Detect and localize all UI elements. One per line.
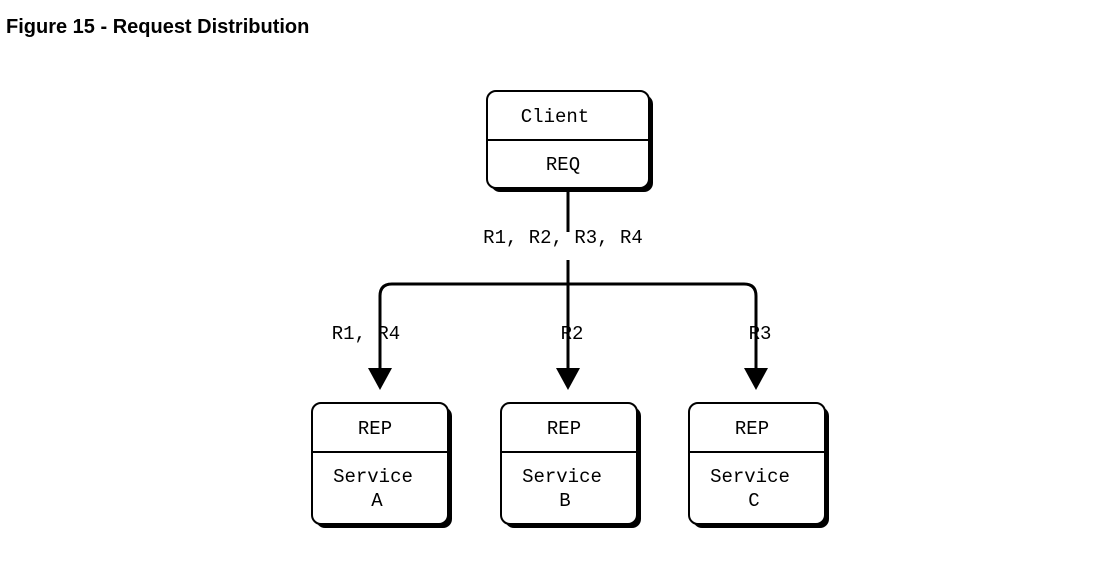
service-c-name-line2: C (748, 490, 759, 512)
arrowhead-service-b (556, 368, 580, 390)
distribution-bus (378, 282, 758, 370)
service-a-node: REP Service A (311, 402, 452, 528)
edge-label-service-a: R1, R4 (332, 323, 400, 345)
service-a-name-line1: Service (333, 466, 413, 488)
service-b-node: REP Service B (500, 402, 641, 528)
service-c-socket-label: REP (735, 418, 769, 440)
edge-label-service-c: R3 (749, 323, 772, 345)
service-b-socket-label: REP (547, 418, 581, 440)
service-b-name-line1: Service (522, 466, 602, 488)
arrowhead-service-a (368, 368, 392, 390)
service-a-name-line2: A (371, 490, 383, 512)
service-a-box (311, 402, 449, 525)
service-b-box (500, 402, 638, 525)
arrowhead-service-c (744, 368, 768, 390)
service-b-name-line2: B (559, 490, 570, 512)
service-c-box (688, 402, 826, 525)
service-c-node: REP Service C (688, 402, 829, 528)
service-a-socket-label: REP (358, 418, 392, 440)
edge-label-service-b: R2 (561, 323, 584, 345)
service-c-name-line1: Service (710, 466, 790, 488)
client-socket-label: REQ (546, 154, 580, 176)
client-node: Client REQ (486, 90, 653, 192)
connectors (378, 188, 758, 370)
client-name-label: Client (521, 106, 589, 128)
figure-title: Figure 15 - Request Distribution (6, 16, 310, 38)
edge-label-from-client: R1, R2, R3, R4 (483, 227, 643, 249)
